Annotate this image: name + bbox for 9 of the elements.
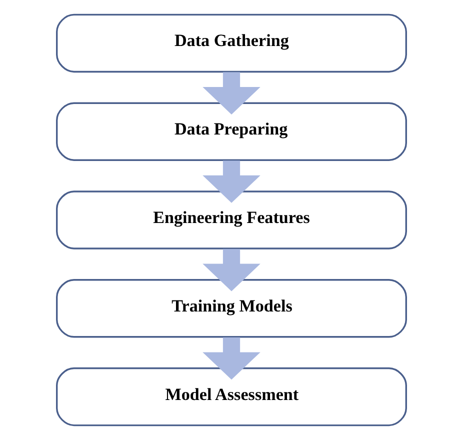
node-box: Engineering Features [56, 190, 406, 249]
arrow [202, 72, 260, 114]
arrow [202, 336, 260, 380]
arrow [202, 248, 260, 291]
node-box: Data Gathering [56, 13, 406, 72]
node-box: Training Models [56, 278, 406, 338]
node-box: Model Assessment [56, 366, 406, 426]
arrow [202, 160, 260, 202]
node-box: Data Preparing [56, 102, 406, 160]
